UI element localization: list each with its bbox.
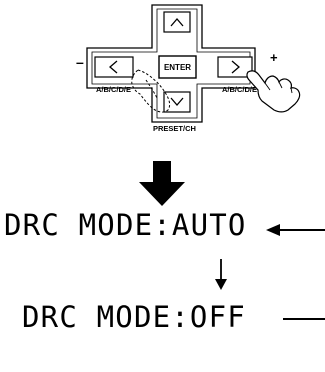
chevron-right-icon <box>231 60 240 74</box>
chevron-down-icon <box>170 97 184 106</box>
display-text: DRC MODE:OFF <box>22 300 246 334</box>
right-button[interactable] <box>217 56 253 78</box>
hand-finger-lines <box>264 81 293 94</box>
ghost-hand-icon <box>131 69 171 113</box>
left-arrow-icon <box>266 224 325 236</box>
hand-icon <box>246 70 301 113</box>
enter-label: ENTER <box>164 63 191 72</box>
plus-sign: + <box>270 50 278 65</box>
chevron-left-icon <box>109 60 118 74</box>
keypad-inner-outline <box>91 8 251 119</box>
display-line-auto: DRC MODE:AUTO <box>0 208 325 248</box>
display-line-off: DRC MODE:OFF <box>0 300 325 340</box>
big-down-arrow-icon <box>139 161 185 206</box>
enter-button[interactable]: ENTER <box>158 55 197 79</box>
chevron-up-icon <box>170 18 184 27</box>
up-button[interactable] <box>163 11 191 33</box>
minus-sign: – <box>76 54 84 70</box>
left-button[interactable] <box>94 56 134 78</box>
right-button-caption: A/B/C/D/E <box>222 85 257 94</box>
display-text: DRC MODE:AUTO <box>4 208 247 242</box>
small-down-arrow-icon <box>215 259 227 290</box>
down-button[interactable] <box>163 91 191 113</box>
down-button-caption: PRESET/CH <box>153 124 196 133</box>
left-button-caption: A/B/C/D/E <box>96 85 131 94</box>
